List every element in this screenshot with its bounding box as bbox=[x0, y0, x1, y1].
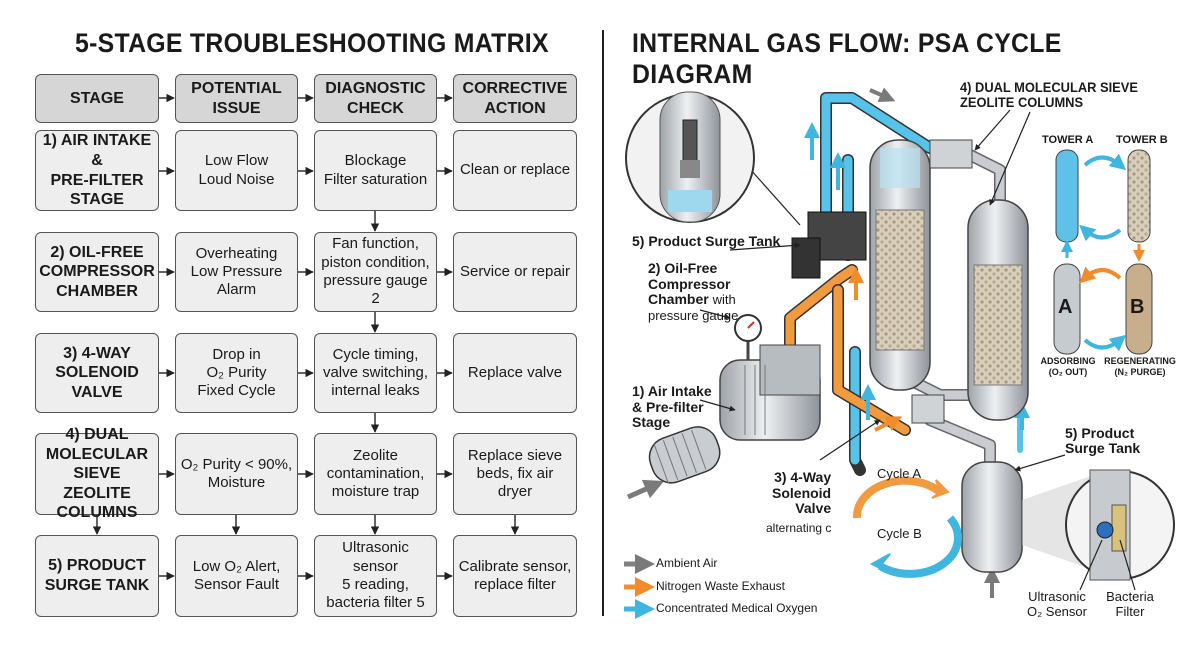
action-1-cell: Clean or replace bbox=[453, 130, 577, 211]
header-potential-issue: POTENTIAL ISSUE bbox=[175, 74, 298, 123]
surge-tank-detail-zoom bbox=[625, 91, 801, 226]
check-4-cell: Zeolite contamination, moisture trap bbox=[314, 433, 437, 515]
legend-ambient-air: Ambient Air bbox=[656, 556, 718, 570]
label-stage5-surge-tank-left: 5) Product Surge Tank bbox=[632, 233, 781, 249]
issue-3-cell: Drop in O₂ Purity Fixed Cycle bbox=[175, 333, 298, 413]
zeolite-column-right bbox=[967, 199, 1029, 421]
label-stage2-suffix: with bbox=[712, 292, 736, 308]
issue-5-cell: Low O₂ Alert, Sensor Fault bbox=[175, 535, 298, 617]
label-cycle-a: Cycle A bbox=[877, 466, 922, 481]
legend-swatches bbox=[624, 554, 655, 619]
tower-letter-b: B bbox=[1130, 296, 1145, 318]
legend-nitrogen-exhaust: Nitrogen Waste Exhaust bbox=[656, 579, 785, 593]
label-stage2-title: 2) Oil-Free Compressor Chamber bbox=[648, 260, 731, 308]
label-regenerating: REGENERATING (N₂ PURGE) bbox=[1104, 356, 1176, 377]
label-stage2-sub: pressure gauge bbox=[648, 308, 739, 324]
label-stage4-columns: 4) DUAL MOLECULAR SIEVE ZEOLITE COLUMNS bbox=[960, 79, 1138, 111]
label-bacteria-filter: Bacteria Filter bbox=[1106, 589, 1154, 619]
diagram-title: INTERNAL GAS FLOW: PSA CYCLE DIAGRAM bbox=[632, 28, 1062, 89]
header-diagnostic-check: DIAGNOSTIC CHECK bbox=[314, 74, 437, 123]
check-1-cell: Blockage Filter saturation bbox=[314, 130, 437, 211]
label-stage5-surge-tank-right: 5) Product Surge Tank bbox=[1065, 425, 1141, 457]
label-tower-a: TOWER A bbox=[1042, 134, 1094, 146]
stage-5-cell: 5) PRODUCT SURGE TANK bbox=[35, 535, 159, 617]
header-corrective-action: CORRECTIVE ACTION bbox=[453, 74, 577, 123]
zeolite-column-left bbox=[869, 139, 931, 391]
sensor-filter-zoom bbox=[1065, 469, 1175, 581]
check-5-cell: Ultrasonic sensor 5 reading, bacteria fi… bbox=[314, 535, 437, 617]
stage-2-cell: 2) OIL-FREE COMPRESSOR CHAMBER bbox=[35, 232, 159, 312]
action-2-cell: Service or repair bbox=[453, 232, 577, 312]
matrix-title: 5-STAGE TROUBLESHOOTING MATRIX bbox=[75, 28, 549, 58]
action-3-cell: Replace valve bbox=[453, 333, 577, 413]
label-stage3-valve: 3) 4-Way Solenoid Valve bbox=[772, 469, 832, 517]
action-5-cell: Calibrate sensor, replace filter bbox=[453, 535, 577, 617]
label-ultrasonic-sensor: Ultrasonic O₂ Sensor bbox=[1027, 589, 1087, 619]
header-stage: STAGE bbox=[35, 74, 159, 123]
stage-3-cell: 3) 4-WAY SOLENOID VALVE bbox=[35, 333, 159, 413]
label-stage3-sub: alternating c bbox=[766, 521, 832, 535]
issue-4-cell: O₂ Purity < 90%, Moisture bbox=[175, 433, 298, 515]
label-cycle-b: Cycle B bbox=[877, 526, 922, 541]
check-2-cell: Fan function, piston condition, pressure… bbox=[314, 232, 437, 312]
label-adsorbing: ADSORBING (O₂ OUT) bbox=[1040, 356, 1096, 377]
check-3-cell: Cycle timing, valve switching, internal … bbox=[314, 333, 437, 413]
solenoid-valve-block bbox=[791, 139, 973, 424]
panel-divider bbox=[602, 30, 604, 616]
compressor-unit bbox=[648, 314, 821, 484]
label-stage2-group: 2) Oil-Free Compressor Chamber with pres… bbox=[648, 260, 739, 324]
action-4-cell: Replace sieve beds, fix air dryer bbox=[453, 433, 577, 515]
tower-diagram bbox=[1053, 149, 1153, 355]
legend-medical-oxygen: Concentrated Medical Oxygen bbox=[656, 601, 818, 615]
stage-1-cell: 1) AIR INTAKE & PRE-FILTER STAGE bbox=[35, 130, 159, 211]
issue-2-cell: Overheating Low Pressure Alarm bbox=[175, 232, 298, 312]
cycle-arrows bbox=[852, 476, 962, 578]
tower-letter-a: A bbox=[1058, 296, 1073, 318]
issue-1-cell: Low Flow Loud Noise bbox=[175, 130, 298, 211]
label-tower-b: TOWER B bbox=[1116, 134, 1168, 146]
label-stage1-intake: 1) Air Intake & Pre-filter Stage bbox=[632, 383, 712, 431]
matrix-arrows bbox=[92, 93, 520, 581]
